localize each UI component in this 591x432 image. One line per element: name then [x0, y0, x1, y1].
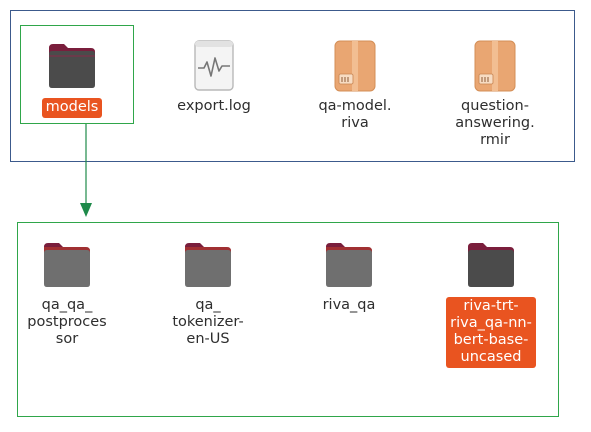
folder-icon [185, 243, 231, 287]
file-item-riva-trt-riva-qa-nn-bert-base-uncased[interactable]: riva-trt- riva_qa-nn- bert-base- uncased [441, 237, 541, 368]
file-label-riva-qa: riva_qa [322, 297, 376, 313]
folder-icon [44, 243, 90, 287]
models-highlight-box [20, 25, 134, 124]
file-label-export-log: export.log [177, 98, 251, 114]
archive-icon [334, 40, 376, 92]
folder-icon [49, 44, 95, 88]
file-item-qa-tokenizer-en-us[interactable]: qa_ tokenizer- en-US [158, 237, 258, 348]
archive-icon [474, 40, 516, 92]
file-item-qa-qa-postprocessor[interactable]: qa_qa_ postproces sor [17, 237, 117, 348]
file-label-qa-tokenizer-en-us: qa_ tokenizer- en-US [172, 297, 244, 347]
file-label-qa-qa-postprocessor: qa_qa_ postproces sor [27, 297, 107, 347]
arrow-head-icon [80, 203, 92, 217]
file-item-riva-qa[interactable]: riva_qa [299, 237, 399, 314]
models-directory-panel [17, 222, 559, 417]
file-item-export-log[interactable]: export.log [164, 38, 264, 115]
file-label-models: models [41, 98, 103, 118]
log-file-icon [194, 40, 234, 91]
file-label-qa-model-riva: qa-model. riva [318, 98, 392, 131]
folder-icon [468, 243, 514, 287]
file-item-models[interactable]: models [22, 38, 122, 118]
file-item-question-answering-rmir[interactable]: question- answering. rmir [445, 38, 545, 149]
top-directory-panel [10, 10, 575, 162]
file-item-qa-model-riva[interactable]: qa-model. riva [305, 38, 405, 132]
file-label-riva-trt-riva-qa-nn-bert-base-uncased: riva-trt- riva_qa-nn- bert-base- uncased [446, 297, 536, 368]
folder-icon [326, 243, 372, 287]
file-label-question-answering-rmir: question- answering. rmir [455, 98, 535, 148]
